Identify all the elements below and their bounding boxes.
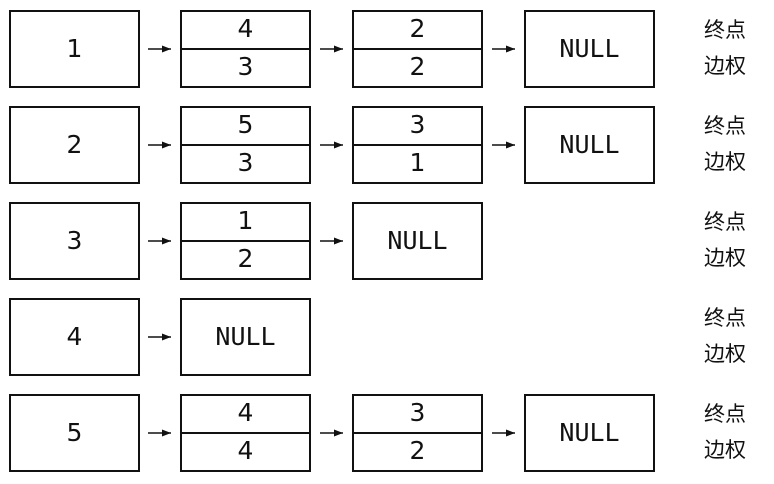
null-node	[524, 394, 655, 472]
vertex-node	[9, 298, 140, 376]
edge-weight-label: 2	[410, 52, 426, 81]
legend-to-label: 终点	[704, 402, 746, 426]
edge-weight-label: 3	[238, 148, 254, 177]
edge-weight-label: 1	[410, 148, 426, 177]
edge-to-label: 4	[238, 398, 254, 427]
edge-to-label: 1	[238, 206, 254, 235]
edge-to-label: 2	[410, 14, 426, 43]
edge-weight-label: 2	[410, 436, 426, 465]
edge-weight-label: 4	[238, 436, 254, 465]
null-label: NULL	[559, 418, 619, 447]
vertex-node	[9, 394, 140, 472]
null-node	[524, 106, 655, 184]
vertex-node	[9, 106, 140, 184]
edge-to-label: 3	[410, 398, 426, 427]
edge-to-label: 4	[238, 14, 254, 43]
legend-to-label: 终点	[704, 306, 746, 330]
null-label: NULL	[215, 322, 275, 351]
null-label: NULL	[559, 130, 619, 159]
vertex-label: 5	[67, 418, 83, 447]
null-label: NULL	[559, 34, 619, 63]
vertex-node	[9, 202, 140, 280]
legend-to-label: 终点	[704, 210, 746, 234]
legend-to-label: 终点	[704, 114, 746, 138]
legend-weight-label: 边权	[704, 342, 746, 366]
vertex-label: 2	[67, 130, 83, 159]
vertex-label: 1	[67, 34, 83, 63]
edge-to-label: 3	[410, 110, 426, 139]
legend-weight-label: 边权	[704, 150, 746, 174]
vertex-label: 3	[67, 226, 83, 255]
edge-weight-label: 2	[238, 244, 254, 273]
null-node	[180, 298, 311, 376]
edge-to-label: 5	[238, 110, 254, 139]
legend-weight-label: 边权	[704, 438, 746, 462]
vertex-node	[9, 10, 140, 88]
null-label: NULL	[387, 226, 447, 255]
null-node	[352, 202, 483, 280]
vertex-label: 4	[67, 322, 83, 351]
legend-weight-label: 边权	[704, 246, 746, 270]
legend-weight-label: 边权	[704, 54, 746, 78]
null-node	[524, 10, 655, 88]
edge-weight-label: 3	[238, 52, 254, 81]
legend-to-label: 终点	[704, 18, 746, 42]
